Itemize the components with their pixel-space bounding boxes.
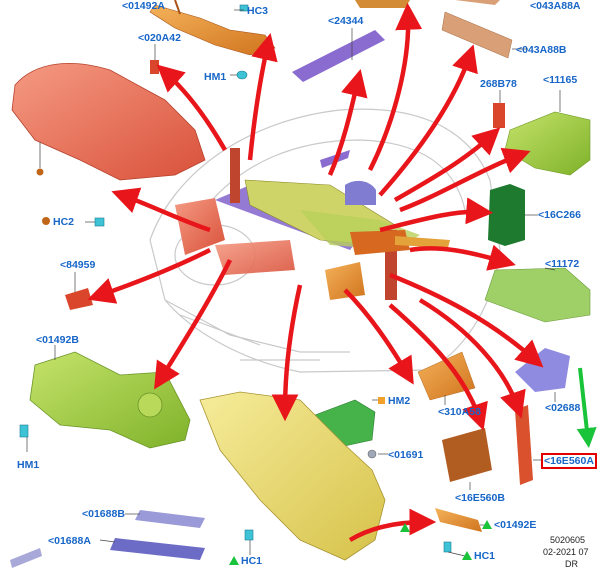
underbody-shield-part: [11, 63, 206, 181]
label-16e560b: <16E560B: [455, 492, 505, 504]
label-268b78: 268B78: [480, 78, 517, 90]
label-hm1-left: HM1: [17, 459, 40, 471]
insulator-16e560b-part: [442, 428, 492, 482]
green-triangle-icon: [400, 523, 410, 532]
panel-310a58-part: [417, 351, 476, 401]
bracket-01492e-part: [435, 508, 482, 532]
panel-02688-part: [515, 348, 570, 392]
doc-author: DR: [565, 559, 578, 569]
label-hm1-top: HM1: [204, 71, 227, 83]
dash-panel-01492b-part: [29, 351, 191, 449]
green-triangle-icon: [229, 556, 239, 565]
label-hm2: HM2: [378, 395, 410, 407]
callout-arrows: [87, 2, 544, 542]
strip-01688b-part: [135, 510, 205, 528]
green-triangle-marker: [400, 522, 412, 534]
strip-01688a-part: [110, 538, 205, 560]
bracket-268b78-part: [493, 103, 505, 128]
label-16e560a-highlighted: <16E560A: [541, 453, 597, 469]
doc-date: 02-2021 07: [543, 547, 589, 557]
label-02688: <02688: [545, 402, 581, 414]
label-16c266: <16C266: [538, 209, 581, 221]
label-01688b: <01688B: [82, 508, 125, 520]
green-triangle-icon: [462, 551, 472, 560]
clip-icons: [19, 4, 452, 553]
green-indicator-arrow: [576, 367, 597, 448]
insulator-16e560a-part: [515, 405, 533, 485]
label-hc1-bottom: HC1: [229, 555, 262, 567]
block-84959-part: [65, 288, 93, 310]
mat-11172-part: [484, 267, 591, 323]
block-16c266-part: [488, 184, 525, 246]
brown-dot-icon: [42, 217, 50, 225]
label-84959: <84959: [60, 259, 96, 271]
label-hc3: HC3: [247, 5, 269, 17]
leader-lines: [26, 9, 561, 557]
label-043a88b: <043A88B: [516, 44, 567, 56]
orange-square-icon: [378, 397, 385, 404]
label-01688a: <01688A: [48, 535, 91, 547]
strip-043a88-part: [441, 11, 513, 59]
label-01492b: <01492B: [36, 334, 79, 346]
label-043a88a: <043A88A: [530, 0, 581, 12]
bracket-020a42-part: [150, 60, 159, 74]
label-24344: <24344: [328, 15, 364, 27]
label-01691: <01691: [388, 449, 424, 461]
label-01492a: <01492A: [122, 0, 165, 12]
panel-11165-part: [504, 111, 591, 176]
green-triangle-icon: [482, 520, 492, 529]
label-310a58: <310A58: [438, 406, 481, 418]
label-020a42: <020A42: [138, 32, 181, 44]
label-hc2: HC2: [42, 216, 74, 228]
label-11172: <11172: [545, 258, 580, 270]
strip-24344-part: [292, 30, 385, 82]
fastener-dot: [36, 168, 44, 176]
label-11165: <11165: [543, 74, 578, 86]
doc-number: 5020605: [550, 535, 586, 545]
label-01492e: <01492E: [482, 519, 536, 531]
label-hc1-right: HC1: [462, 550, 495, 562]
